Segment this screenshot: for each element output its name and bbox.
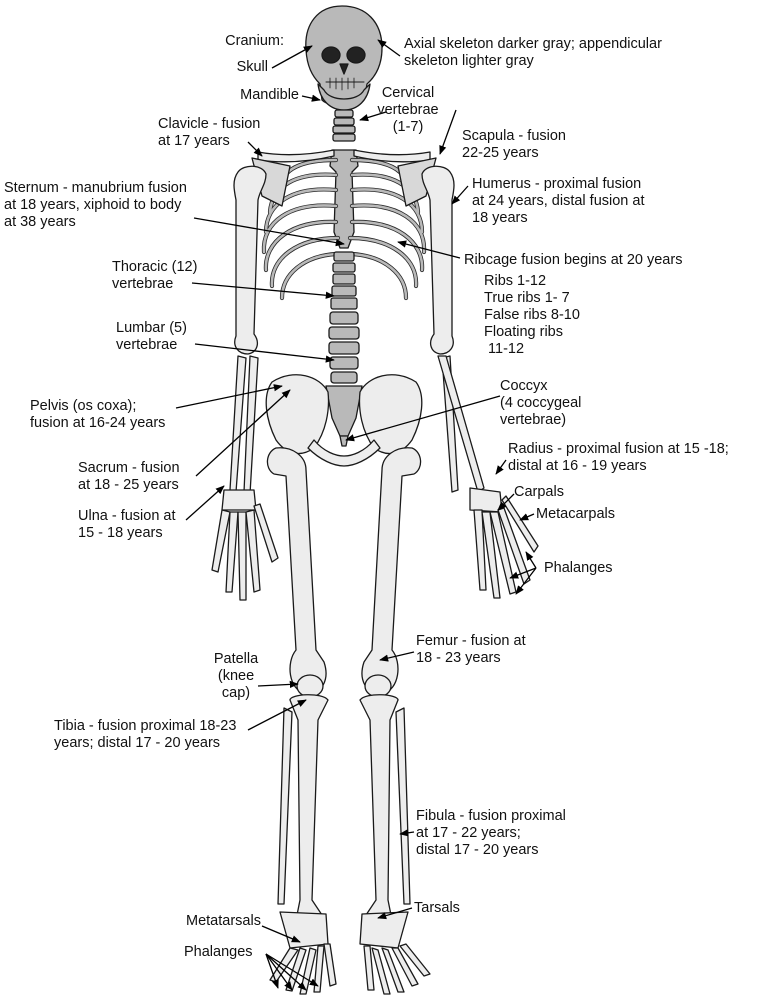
label-ribcage: Ribcage fusion begins at 20 years	[464, 252, 683, 268]
label-patella: Patella (knee cap)	[213, 651, 259, 701]
mandible	[317, 83, 371, 111]
label-ribs: Ribs 1-12 True ribs 1- 7 False ribs 8-10…	[484, 273, 580, 357]
label-cranium: Cranium:	[225, 33, 284, 49]
humerus-left	[233, 165, 267, 355]
skull	[305, 5, 383, 107]
label-fibula: Fibula - fusion proximal at 17 - 22 year…	[416, 808, 566, 858]
tibia-right	[359, 694, 399, 921]
pointer-lines	[175, 39, 537, 991]
label-tibia: Tibia - fusion proximal 18-23 years; dis…	[54, 718, 237, 751]
label-thoracic-vertebrae: Thoracic (12) vertebrae	[112, 259, 198, 292]
tarsals-right	[359, 911, 409, 949]
label-ulna: Ulna - fusion at 15 - 18 years	[78, 508, 176, 541]
patella-left	[296, 674, 324, 698]
label-coccyx: Coccyx (4 coccygeal vertebrae)	[500, 378, 582, 428]
label-scapula: Scapula - fusion 22-25 years	[462, 128, 566, 161]
label-mandible: Mandible	[240, 87, 299, 103]
label-sacrum: Sacrum - fusion at 18 - 25 years	[78, 460, 180, 493]
label-axial-note: Axial skeleton darker gray; appendicular…	[404, 36, 662, 69]
sternum	[329, 149, 359, 249]
patella-right	[364, 674, 392, 698]
tarsals-left	[279, 911, 329, 949]
sacrum	[325, 385, 363, 437]
label-sternum: Sternum - manubrium fusion at 18 years, …	[4, 180, 187, 230]
label-humerus: Humerus - proximal fusion at 24 years, d…	[472, 176, 645, 226]
label-phalanges-foot: Phalanges	[184, 944, 253, 960]
label-metacarpals: Metacarpals	[536, 506, 615, 522]
label-lumbar-vertebrae: Lumbar (5) vertebrae	[116, 320, 187, 353]
pelvis	[265, 374, 330, 455]
label-skull: Skull	[236, 59, 268, 75]
label-carpals: Carpals	[514, 484, 564, 500]
label-phalanges-hand: Phalanges	[544, 560, 613, 576]
label-metatarsals: Metatarsals	[186, 913, 261, 929]
tibia-left	[289, 694, 329, 921]
label-pelvis: Pelvis (os coxa); fusion at 16-24 years	[30, 398, 166, 431]
label-radius: Radius - proximal fusion at 15 -18; dist…	[508, 441, 729, 474]
label-femur: Femur - fusion at 18 - 23 years	[416, 633, 526, 666]
femur-left	[266, 447, 327, 695]
label-tarsals: Tarsals	[414, 900, 460, 916]
label-cervical-vertebrae: Cervical vertebrae (1-7)	[377, 85, 439, 135]
label-clavicle: Clavicle - fusion at 17 years	[158, 116, 261, 149]
